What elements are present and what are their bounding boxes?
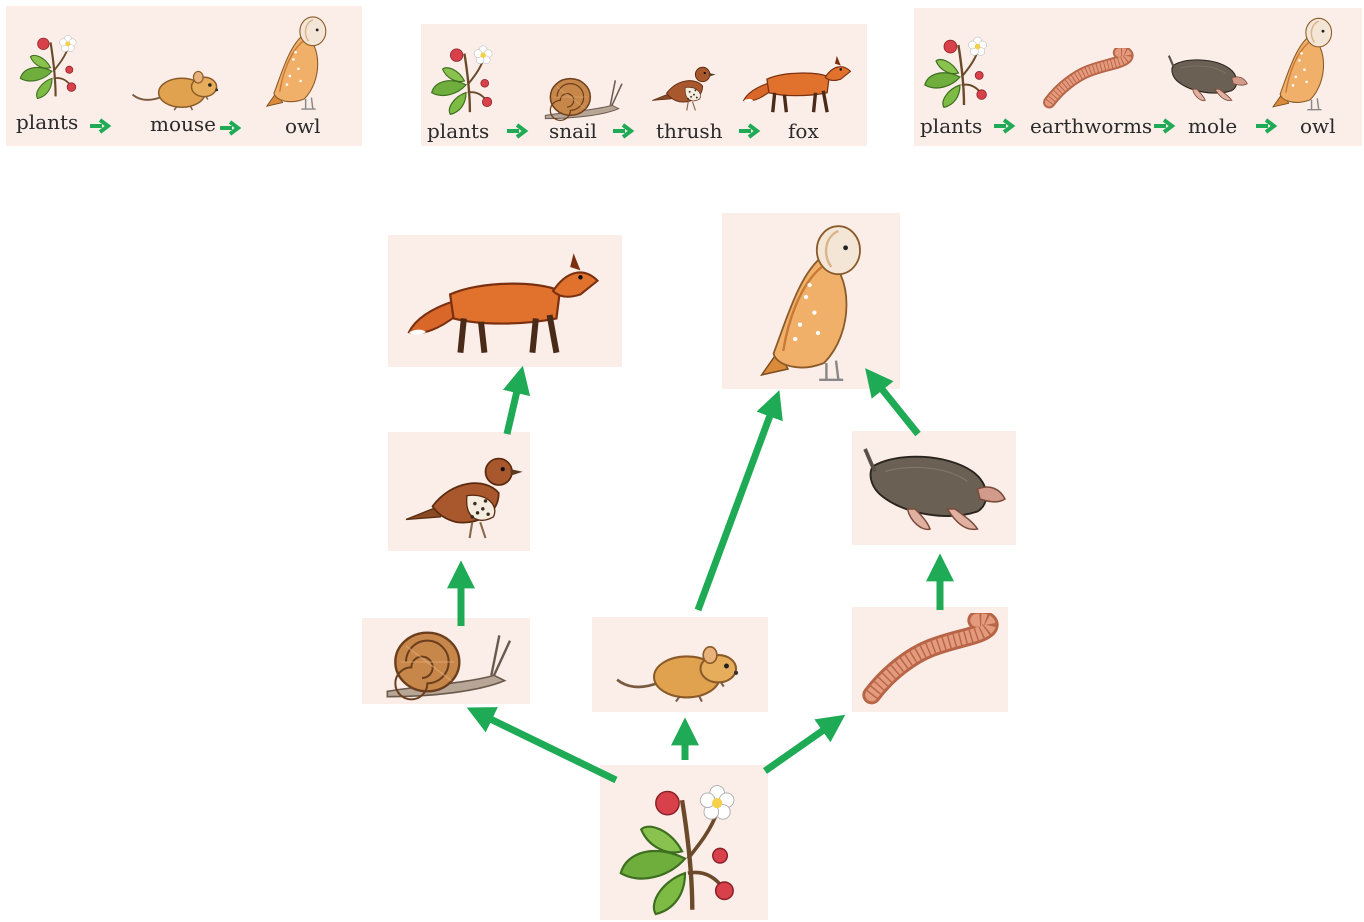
arrow-plant-to-earthworm: [765, 722, 835, 771]
arrow-plant-to-snail: [478, 713, 616, 780]
arrow-mole-to-owl: [873, 378, 918, 434]
arrow-mouse-to-owl: [698, 402, 775, 610]
arrow-thrush-to-fox: [507, 378, 520, 434]
